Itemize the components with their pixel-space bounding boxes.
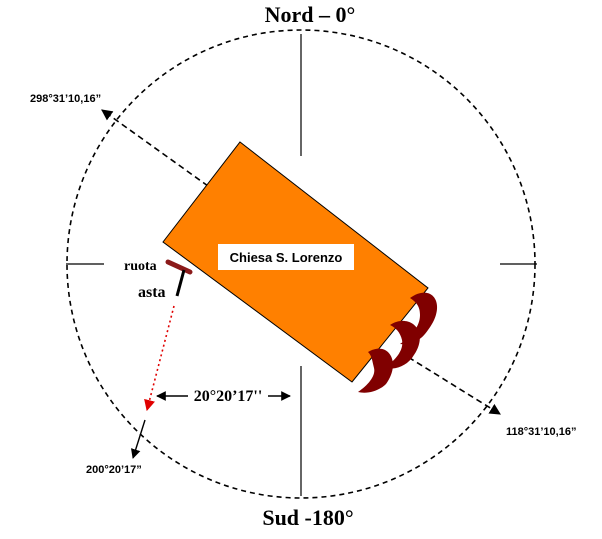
- church-label-box: [218, 244, 354, 270]
- wheel: [165, 259, 193, 275]
- apse-1: [400, 292, 438, 345]
- apse-group: [358, 292, 438, 393]
- church-axis-nw: [101, 109, 209, 187]
- north-label: Nord – 0°: [265, 2, 356, 27]
- rod-label: asta: [138, 284, 166, 301]
- shadow-arrow: [144, 305, 175, 412]
- sw-arrow: [130, 419, 146, 459]
- nw-bearing-label: 298°31’10,16”: [30, 93, 101, 105]
- sw-bearing-label: 200°20’17”: [86, 464, 142, 476]
- church-label: Chiesa S. Lorenzo: [230, 250, 343, 265]
- angle-label-box: [188, 385, 268, 405]
- apse-3: [358, 348, 393, 393]
- angle-label: 20°20’17'': [194, 388, 263, 405]
- south-label: Sud -180°: [262, 505, 353, 530]
- church-axis-se: [399, 351, 501, 415]
- rod: [175, 269, 186, 297]
- wheel-label: ruota: [124, 259, 157, 274]
- apse-2: [384, 320, 420, 369]
- se-bearing-label: 118°31’10,16”: [506, 426, 576, 438]
